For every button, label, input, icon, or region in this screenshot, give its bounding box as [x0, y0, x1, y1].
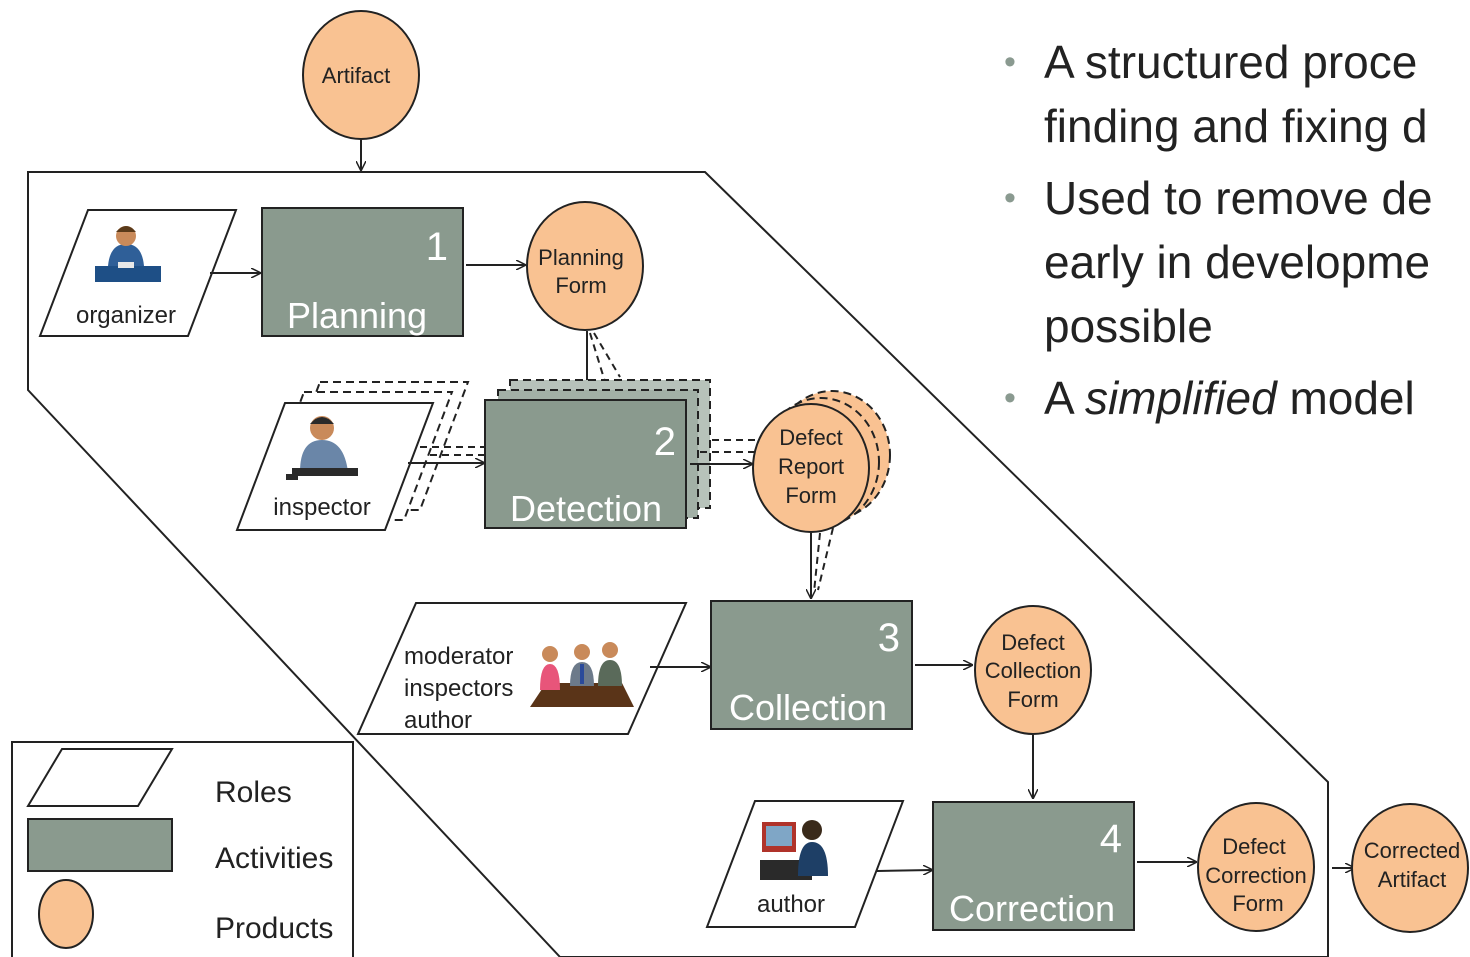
author-label: author	[757, 891, 825, 918]
role-organizer: organizer	[38, 209, 238, 337]
bullet-item-1: • A structured proce finding and fixing …	[1000, 30, 1470, 158]
corrected-artifact-line1: Corrected	[1364, 838, 1461, 863]
collection-number: 3	[878, 616, 900, 660]
legend-role-swatch	[26, 748, 174, 807]
inspector-person-icon	[286, 416, 358, 480]
product-defect-correction-form: Defect Correction Form	[1197, 802, 1315, 932]
bullet-list: • A structured proce finding and fixing …	[1000, 30, 1470, 438]
product-defect-report-form: Defect Report Form	[752, 390, 891, 533]
product-defect-collection-form: Defect Collection Form	[974, 605, 1092, 735]
corrected-artifact-node: Corrected Artifact	[1351, 803, 1469, 933]
correction-form-line1: Defect	[1222, 834, 1286, 859]
process-boundary	[27, 171, 1329, 957]
collection-form-line2: Collection	[985, 658, 1082, 683]
collection-role-author: author	[404, 707, 472, 734]
author-computer-icon	[760, 820, 828, 880]
bullet-item-3: • A simplified model	[1000, 366, 1470, 430]
bullet-2-line-3: possible	[1044, 300, 1213, 352]
bullet-item-2: • Used to remove de early in developme p…	[1000, 166, 1470, 358]
bullet-dot-icon: •	[1004, 43, 1016, 81]
role-inspector: inspector	[235, 381, 470, 531]
bullet-3-emphasis: simplified	[1084, 372, 1277, 424]
legend-product-swatch	[38, 879, 94, 949]
artifact-label: Artifact	[322, 63, 390, 88]
planning-form-line1: Planning	[538, 245, 624, 270]
report-form-line3: Form	[785, 483, 836, 508]
product-planning-form: Planning Form	[526, 201, 644, 331]
bullet-2-line-2: early in developme	[1044, 236, 1431, 288]
correction-number: 4	[1100, 817, 1122, 861]
bullet-dot-icon: •	[1004, 379, 1016, 417]
activity-correction: 4 Correction	[932, 801, 1135, 931]
legend-products-label: Products	[215, 912, 333, 945]
dashed-arrow-2	[593, 332, 621, 378]
report-form-line1: Defect	[779, 425, 843, 450]
dashed-report-1	[813, 532, 821, 593]
collection-role-inspectors: inspectors	[404, 675, 513, 702]
dashed-arrow-1	[589, 332, 607, 386]
legend-roles-label: Roles	[215, 776, 292, 809]
inspector-label: inspector	[273, 494, 370, 521]
activity-collection: 3 Collection	[710, 600, 913, 730]
bullet-2-line-1: Used to remove de	[1044, 172, 1433, 224]
role-moderator-inspectors-author: moderator inspectors author	[356, 602, 688, 735]
meeting-people-icon	[530, 642, 634, 707]
legend: Roles Activities Products	[11, 741, 354, 957]
collection-form-line3: Form	[1007, 687, 1058, 712]
artifact-node: Artifact	[302, 10, 420, 140]
corrected-artifact-line2: Artifact	[1378, 867, 1446, 892]
organizer-label: organizer	[76, 302, 176, 329]
bullet-dot-icon: •	[1004, 179, 1016, 217]
bullet-1-line-1: A structured proce	[1044, 36, 1418, 88]
legend-activity-swatch	[27, 818, 173, 872]
collection-form-line1: Defect	[1001, 630, 1065, 655]
organizer-person-icon	[95, 226, 161, 282]
detection-label: Detection	[510, 488, 662, 529]
report-form-line2: Report	[778, 454, 844, 479]
bullet-1-line-2: finding and fixing d	[1044, 100, 1428, 152]
correction-form-line3: Form	[1232, 891, 1283, 916]
bullet-3-suffix: model	[1276, 372, 1415, 424]
dashed-report-2	[817, 527, 834, 591]
activity-planning: 1 Planning	[261, 207, 464, 337]
collection-role-moderator: moderator	[404, 643, 513, 670]
planning-number: 1	[426, 225, 448, 269]
legend-activities-label: Activities	[215, 842, 333, 875]
collection-label: Collection	[729, 687, 887, 728]
correction-label: Correction	[949, 888, 1115, 929]
activity-detection: 2 Detection	[484, 379, 711, 529]
detection-number: 2	[654, 420, 676, 464]
bullet-3-line-1: A simplified model	[1044, 366, 1470, 430]
role-author: author	[705, 800, 905, 928]
bullet-3-prefix: A	[1044, 372, 1085, 424]
planning-label: Planning	[287, 295, 427, 336]
correction-form-line2: Correction	[1205, 863, 1306, 888]
planning-form-line2: Form	[555, 273, 606, 298]
arrow-author-to-correction	[876, 870, 932, 871]
